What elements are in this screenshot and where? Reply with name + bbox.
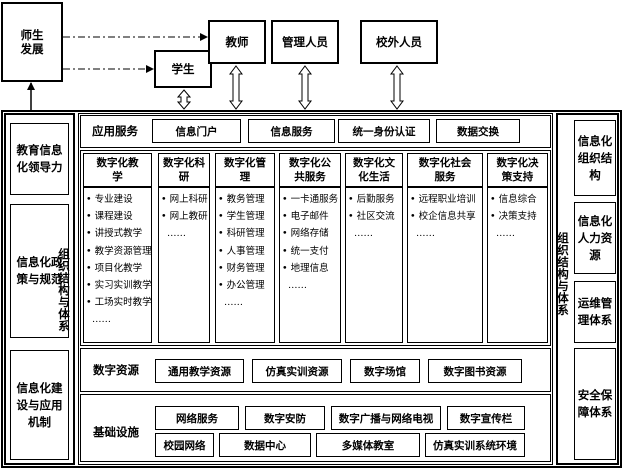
- column-header-culture: 数字化文化生活: [345, 153, 403, 187]
- column-header-social-service: 数字化社会服务: [407, 153, 483, 187]
- column-header-research: 数字化科研: [158, 153, 210, 187]
- infra-multimedia-classroom: 多媒体教室: [316, 433, 420, 457]
- list-item: • 网上教研: [161, 211, 208, 223]
- list-item-more: ……: [167, 228, 186, 240]
- infra-digital-security: 数字安防: [245, 406, 325, 430]
- list-item: • 决策支持: [490, 211, 537, 223]
- right-item-hr: 信息化人力资源: [574, 202, 616, 274]
- infra-digital-bulletin: 数字宣传栏: [447, 406, 525, 430]
- column-body-decision: [487, 187, 548, 343]
- column-header-decision: 数字化决策支持: [487, 153, 548, 187]
- list-item: • 地理信息: [282, 262, 329, 274]
- list-item: • 学生管理: [218, 211, 265, 223]
- list-item-more: ……: [496, 228, 515, 240]
- column-list-culture: • 后勤服务 • 社区交流 ……: [348, 191, 395, 243]
- left-item-policy: 信息化政策与规范: [10, 204, 69, 338]
- list-item: • 远程职业培训: [410, 194, 476, 205]
- right-vertical-label: 组织结构与体系: [557, 231, 569, 317]
- list-item-more: ……: [224, 297, 243, 309]
- infra-data-center: 数据中心: [219, 433, 311, 457]
- list-item: • 网上科研: [161, 194, 208, 205]
- column-list-research: • 网上科研 • 网上教研 ……: [161, 191, 208, 243]
- column-body-social-service: [407, 187, 483, 343]
- resource-digital-venue: 数字场馆: [350, 359, 420, 383]
- list-item: • 财务管理: [218, 262, 265, 274]
- student-box: 学生: [154, 50, 212, 88]
- column-list-teaching: • 专业建设 • 课程建设 • 讲授式教学 • 教学资源管理 • 项目化教学 •…: [86, 191, 152, 329]
- list-item: • 统一支付: [282, 245, 329, 257]
- double-arrow-external: [390, 65, 404, 110]
- list-item: • 项目化教学: [86, 262, 143, 274]
- column-body-teaching: [83, 187, 152, 343]
- column-list-social-service: • 远程职业培训 • 校企信息共享 ……: [410, 191, 476, 243]
- column-body-management: [215, 187, 275, 343]
- list-item: • 网络存储: [282, 228, 329, 240]
- list-item: • 校企信息共享: [410, 211, 476, 223]
- infra-broadcast-tv: 数字广播与网络电视: [331, 406, 441, 430]
- infrastructure-label: 基础设施: [93, 425, 139, 439]
- list-item: • 工场实时教学: [86, 297, 152, 309]
- list-item: • 教学资源管理: [86, 245, 152, 257]
- teacher-student-dev-label: 师生发展: [20, 28, 44, 56]
- column-header-teaching: 数字化教学: [83, 153, 152, 187]
- resource-simulation-training: 仿真实训资源: [252, 359, 342, 383]
- resource-general-teaching: 通用教学资源: [155, 359, 244, 383]
- double-arrow-student: [176, 89, 192, 110]
- external-staff-label: 校外人员: [376, 35, 422, 49]
- external-staff-box: 校外人员: [360, 20, 438, 64]
- student-label: 学生: [171, 62, 195, 76]
- left-item-label: 教育信息化领导力: [16, 143, 63, 174]
- list-item: • 课程建设: [86, 211, 133, 223]
- right-item-org-structure: 信息化组织结构: [574, 120, 616, 196]
- column-header-management: 数字化管理: [215, 153, 275, 187]
- infra-network-service: 网络服务: [155, 406, 239, 430]
- app-service-data-exchange: 数据交换: [436, 119, 520, 143]
- list-item: • 一卡通服务: [282, 194, 339, 205]
- column-body-research: [158, 187, 210, 343]
- left-item-mechanism: 信息化建设与应用机制: [10, 350, 69, 460]
- resource-digital-library: 数字图书资源: [428, 359, 522, 383]
- left-item-label: 信息化政策与规范: [16, 255, 63, 286]
- infra-campus-network: 校园网络: [155, 433, 214, 457]
- list-item: • 电子邮件: [282, 211, 329, 223]
- column-body-culture: [345, 187, 403, 343]
- left-vertical-label: 组织结构与体系: [58, 247, 70, 333]
- list-item-more: ……: [416, 228, 435, 240]
- list-item: • 信息综合: [490, 194, 537, 205]
- list-item-more: ……: [92, 314, 111, 326]
- teacher-student-dev-box: 师生发展: [1, 2, 63, 82]
- list-item-more: ……: [288, 280, 307, 292]
- infra-simulation-env: 仿真实训系统环境: [425, 433, 525, 457]
- list-item: • 讲授式教学: [86, 228, 143, 240]
- double-arrow-teacher: [229, 65, 243, 110]
- admin-staff-box: 管理人员: [271, 20, 339, 64]
- left-item-leadership: 教育信息化领导力: [10, 123, 69, 195]
- right-item-security: 安全保障体系: [574, 348, 616, 460]
- right-item-ops: 运维管理体系: [574, 281, 616, 343]
- list-item: • 后勤服务: [348, 194, 395, 205]
- list-item-more: ……: [354, 228, 373, 240]
- column-list-decision: • 信息综合 • 决策支持 ……: [490, 191, 537, 243]
- admin-staff-label: 管理人员: [282, 35, 328, 49]
- app-service-portal: 信息门户: [152, 119, 241, 143]
- column-list-public-service: • 一卡通服务 • 电子邮件 • 网络存储 • 统一支付 • 地理信息 ……: [282, 191, 338, 294]
- list-item: • 教务管理: [218, 194, 265, 205]
- list-item: • 专业建设: [86, 194, 133, 205]
- list-item: • 实习实训教学: [86, 280, 152, 292]
- list-item: • 科研管理: [218, 228, 265, 240]
- teacher-box: 教师: [208, 20, 266, 64]
- left-item-label: 信息化建设与应用机制: [16, 380, 63, 429]
- column-body-public-service: [279, 187, 341, 343]
- column-list-management: • 教务管理 • 学生管理 • 科研管理 • 人事管理 • 财务管理 • 办公管…: [218, 191, 265, 311]
- double-arrow-admin: [298, 65, 312, 110]
- list-item: • 社区交流: [348, 211, 395, 223]
- app-services-label: 应用服务: [92, 124, 138, 138]
- app-service-info: 信息服务: [248, 119, 335, 143]
- list-item: • 办公管理: [218, 280, 265, 292]
- list-item: • 人事管理: [218, 245, 265, 257]
- teacher-label: 教师: [225, 35, 249, 49]
- digital-resources-label: 数字资源: [93, 363, 139, 377]
- app-service-identity: 统一身份认证: [338, 119, 430, 143]
- column-header-public-service: 数字化公共服务: [279, 153, 341, 187]
